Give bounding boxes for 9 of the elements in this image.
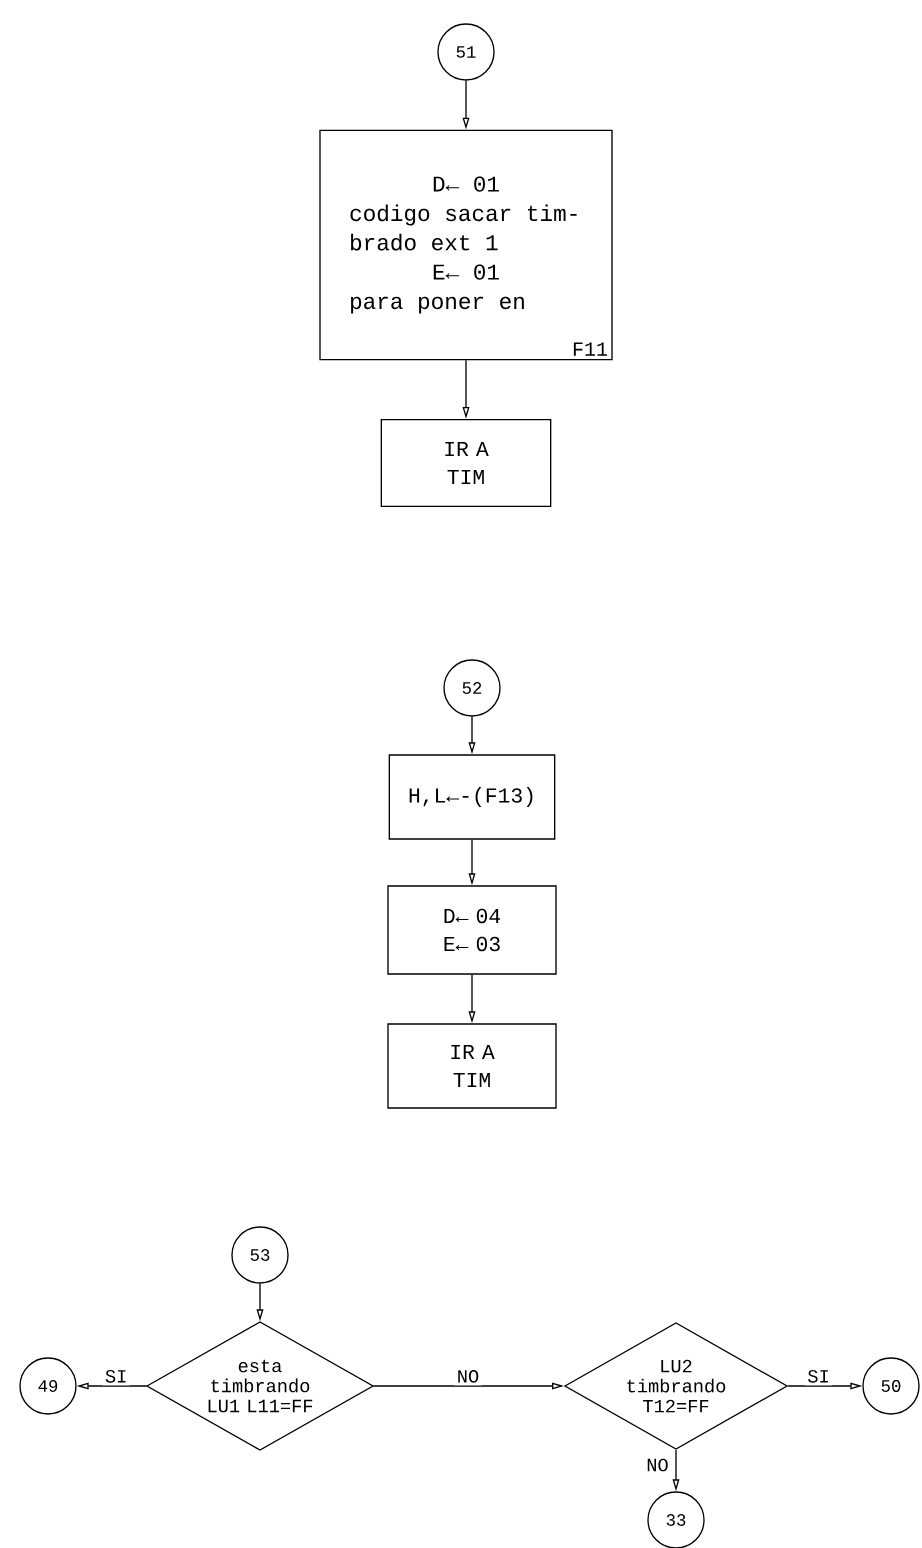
process-box: IR A TIM [387,1023,557,1109]
process-box: IR A TIM [380,419,552,507]
edge-label: NO [647,1458,668,1472]
edge-label: SI [804,1367,833,1386]
process-box: D← 04 E← 03 [387,885,557,975]
process-box: D← 01 codigo sacar tim- brado ext 1 E← 01 para poner en F11 [319,129,613,361]
edge-label: NO [454,1367,482,1386]
process-box: H,L←-(F13) [388,754,556,840]
edge-label: SI [102,1367,130,1386]
